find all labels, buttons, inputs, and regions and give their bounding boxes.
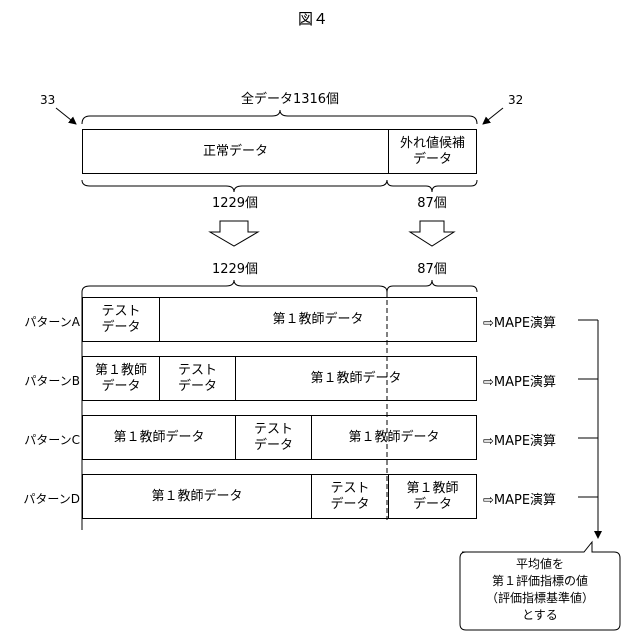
callout-line-4: とする [460,607,620,624]
callout-line-2: 第１評価指標の値 [460,573,620,590]
callout-line-3: （評価指標基準値） [460,590,620,607]
block-arrow-normal [210,221,258,246]
block-arrow-outlier [410,221,454,246]
outlier-lower-brace [387,280,477,292]
ref-right-leader [483,108,503,124]
outlier-count-brace [387,180,477,192]
normal-lower-brace [82,280,387,292]
normal-count-brace [82,180,387,192]
ref-left-leader [56,108,76,124]
callout-line-1: 平均値を [460,556,620,573]
total-brace [82,110,477,124]
callout-text: 平均値を 第１評価指標の値 （評価指標基準値） とする [460,556,620,624]
